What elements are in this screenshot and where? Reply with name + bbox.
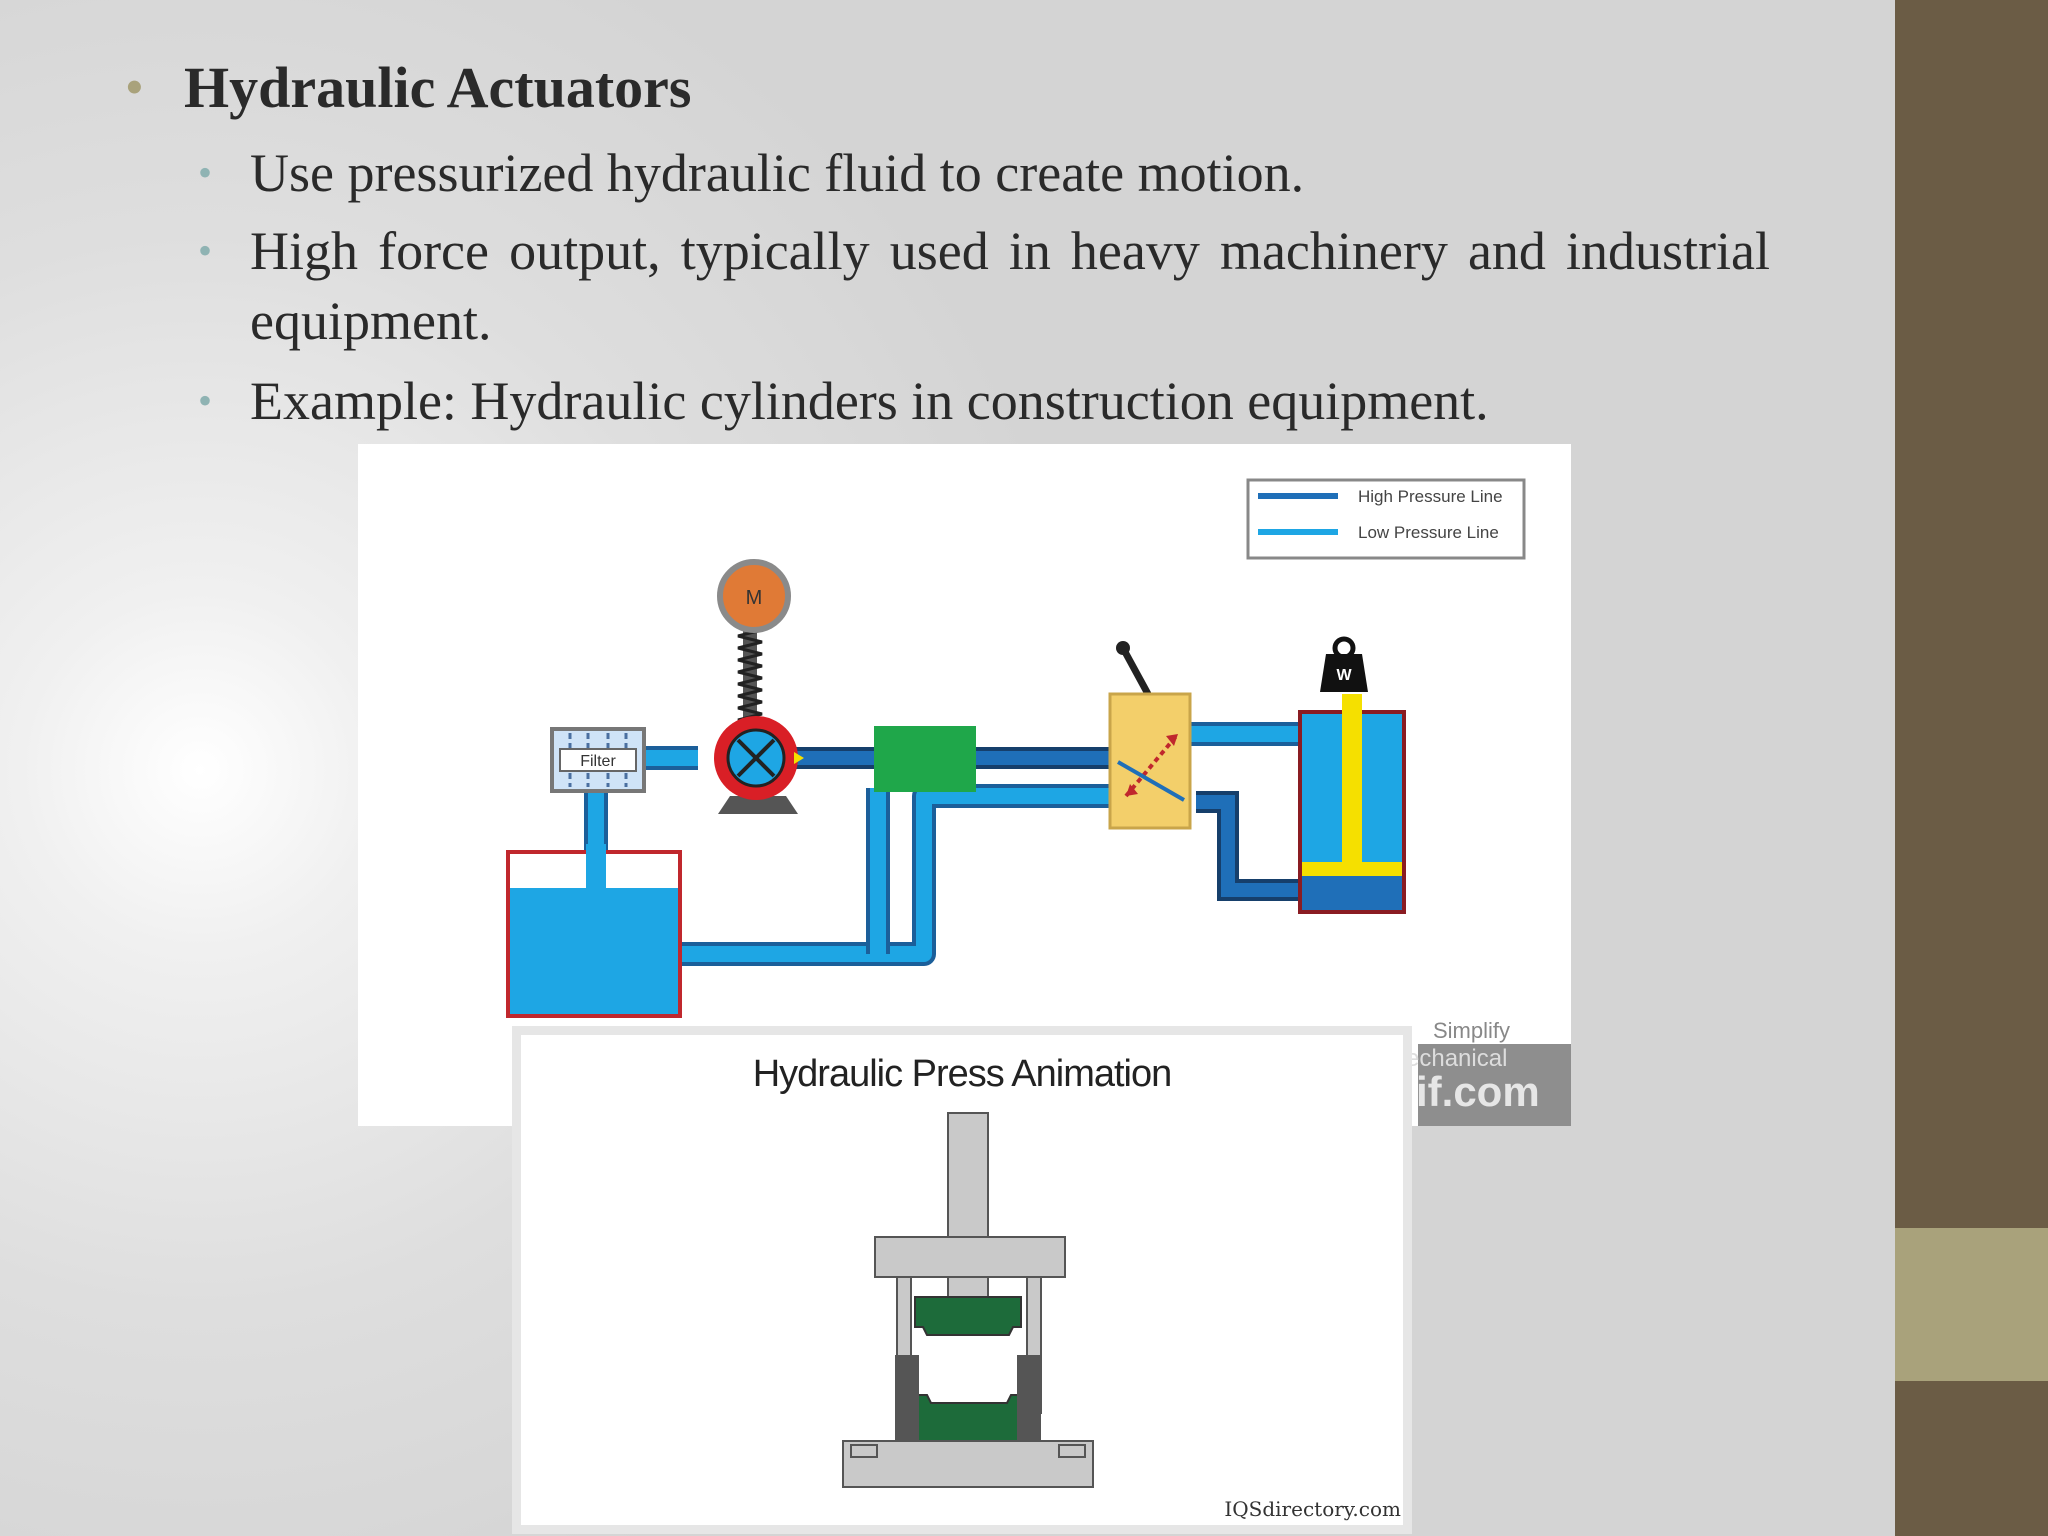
bullet-item: • Example: Hydraulic cylinders in constr…	[198, 366, 1770, 436]
svg-text:Simplify: Simplify	[1433, 1018, 1510, 1043]
side-decor-accent	[1895, 1228, 2048, 1381]
bullet-text: Example: Hydraulic cylinders in construc…	[250, 371, 1489, 431]
bullet-text: High force output, typically used in hea…	[250, 221, 1770, 351]
filter-label: Filter	[580, 753, 616, 770]
hydraulic-cylinder: W	[1298, 636, 1406, 914]
press-title: Hydraulic Press Animation	[752, 1053, 1173, 1095]
hydraulic-press-figure: Hydraulic Press Animation IQSdirectory.c…	[512, 1026, 1412, 1534]
slide-heading: Hydraulic Actuators	[184, 55, 692, 120]
high-pressure-lines	[778, 747, 1298, 901]
pump	[714, 716, 804, 814]
low-pressure-lines	[584, 722, 1298, 966]
svg-text:if.com: if.com	[1416, 1068, 1540, 1115]
legend: High Pressure Line Low Pressure Line	[1246, 478, 1526, 560]
press-credit: IQSdirectory.com	[1224, 1497, 1401, 1521]
bullet-text: Use pressurized hydraulic fluid to creat…	[250, 143, 1305, 203]
bullet-icon: •	[198, 378, 213, 423]
bullet-item: • Use pressurized hydraulic fluid to cre…	[198, 138, 1770, 208]
bullet-icon: •	[198, 228, 213, 273]
reservoir-tank	[506, 844, 682, 1018]
watermark: Simplify echanical if.com	[1406, 1018, 1571, 1126]
press-panel: Hydraulic Press Animation IQSdirectory.c…	[521, 1035, 1403, 1525]
bullet-icon: •	[198, 150, 213, 195]
svg-text:echanical: echanical	[1406, 1045, 1507, 1072]
legend-high-label: High Pressure Line	[1358, 487, 1503, 506]
directional-control-valve	[1108, 641, 1192, 830]
pressure-relief-valve	[874, 726, 976, 792]
motor-label: M	[746, 587, 763, 609]
hydraulic-circuit-figure: High Pressure Line Low Pressure Line	[358, 444, 1571, 1126]
bullet-icon: •	[126, 61, 143, 114]
legend-low-label: Low Pressure Line	[1358, 523, 1499, 542]
bullet-item: • High force output, typically used in h…	[198, 216, 1770, 356]
motor: M	[717, 559, 791, 742]
hydraulic-circuit-diagram: High Pressure Line Low Pressure Line	[506, 478, 1571, 1126]
press-illustration	[842, 1112, 1094, 1488]
filter: Filter	[550, 727, 646, 793]
weight-label: W	[1336, 667, 1352, 684]
